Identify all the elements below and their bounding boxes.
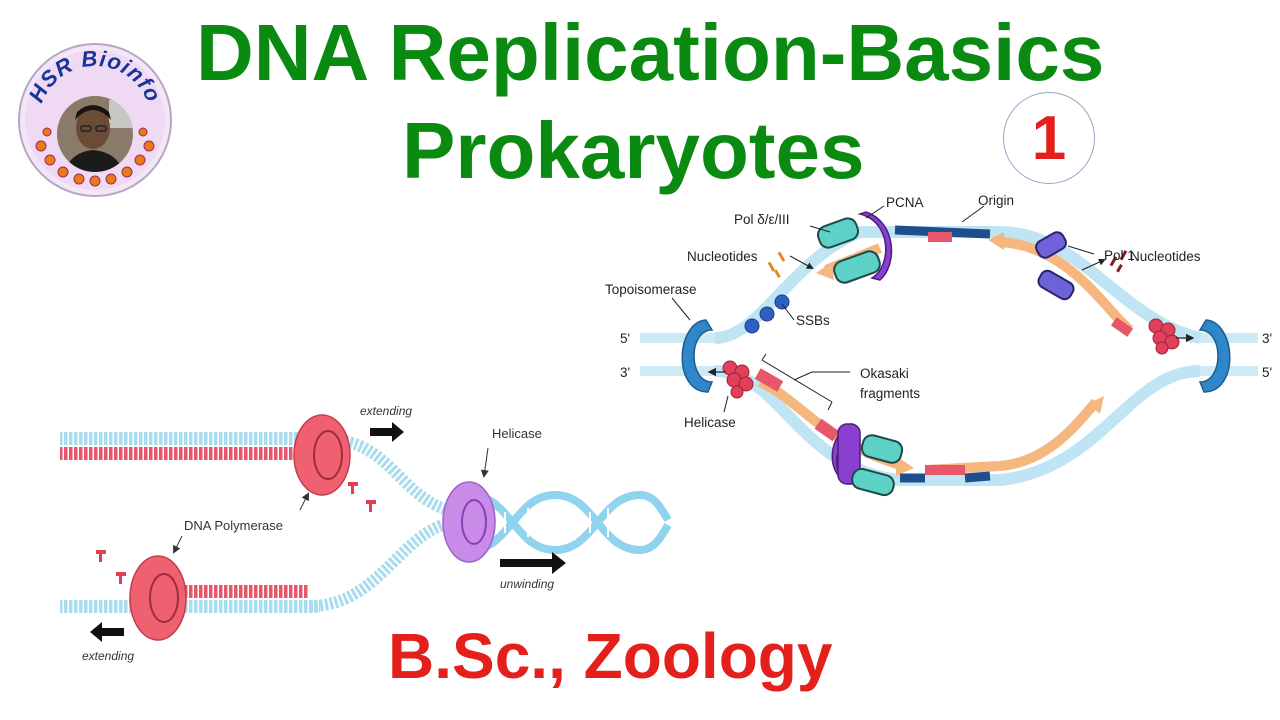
label-unwinding: unwinding [500, 577, 554, 591]
logo-stars [35, 127, 155, 187]
nucleotides-right-icon [1109, 250, 1128, 273]
label-3prime-right: 3' [1262, 331, 1272, 346]
label-5prime-left: 5' [620, 331, 630, 346]
label-3prime-left: 3' [620, 365, 630, 380]
label-nucleotides-left: Nucleotides [687, 249, 758, 264]
title-line-1: DNA Replication-Basics [196, 8, 1105, 97]
label-okazaki-line2: fragments [860, 386, 920, 401]
free-nucleotides-icon [96, 482, 376, 584]
label-pol-delta: Pol δ/ε/III [734, 212, 790, 227]
helicase-right-icon [1148, 318, 1180, 355]
helicase-left-icon [722, 360, 754, 399]
unwinding-arrow-icon [500, 552, 566, 574]
top-extending-arrow-icon [370, 422, 404, 442]
label-nucleotides-right: Nucleotides [1130, 249, 1201, 264]
label-origin: Origin [978, 193, 1014, 208]
top-polymerase-complex-icon [816, 211, 893, 284]
double-helix [469, 490, 672, 555]
label-extending-bottom: extending [82, 649, 134, 663]
bottom-dna-polymerase-icon [129, 555, 187, 641]
nucleotides-left-icon [767, 251, 786, 278]
replication-bubble-diagram: Pol δ/ε/III PCNA Origin Pol 1 Nucleotide… [605, 193, 1272, 497]
bottom-new-strand [160, 585, 308, 598]
label-helicase-fork: Helicase [492, 426, 542, 441]
title-line-2: Prokaryotes [402, 106, 865, 195]
episode-number-badge: 1 [1003, 92, 1095, 184]
logo-portrait-icon [57, 96, 133, 172]
label-dna-polymerase: DNA Polymerase [184, 518, 283, 533]
label-helicase-bubble: Helicase [684, 415, 736, 430]
replication-fork-diagram: extending Helicase DNA Polymerase unwind… [60, 404, 672, 663]
bottom-extending-arrow-icon [90, 622, 124, 642]
label-topoisomerase: Topoisomerase [605, 282, 697, 297]
course-subtitle: B.Sc., Zoology [388, 620, 833, 692]
bubble-top-strand [714, 226, 1202, 344]
label-pol1: Pol 1 [1104, 248, 1135, 263]
episode-number: 1 [1031, 103, 1067, 173]
topoisomerase-right-icon [1198, 319, 1231, 393]
label-pcna: PCNA [886, 195, 924, 210]
helicase-ring-icon [442, 481, 496, 563]
label-okazaki-line1: Okasaki [860, 366, 909, 381]
top-parental-strand [60, 432, 330, 445]
topoisomerase-left-icon [681, 319, 714, 393]
bottom-polymerase-complex-icon [831, 423, 904, 497]
label-ssbs: SSBs [796, 313, 830, 328]
label-5prime-right: 5' [1262, 365, 1272, 380]
ssb-proteins-icon [744, 294, 790, 334]
bottom-parental-strand [60, 600, 320, 613]
channel-logo: HSR Bioinfo [18, 43, 172, 197]
label-extending-top: extending [360, 404, 412, 418]
bubble-bottom-strand [714, 365, 1201, 486]
top-dna-polymerase-icon [293, 414, 351, 496]
bottom-right-new-strand [924, 398, 1100, 475]
bottom-fork-arm [309, 516, 457, 612]
top-new-strand [60, 447, 315, 460]
pol1-icon [1035, 231, 1075, 301]
